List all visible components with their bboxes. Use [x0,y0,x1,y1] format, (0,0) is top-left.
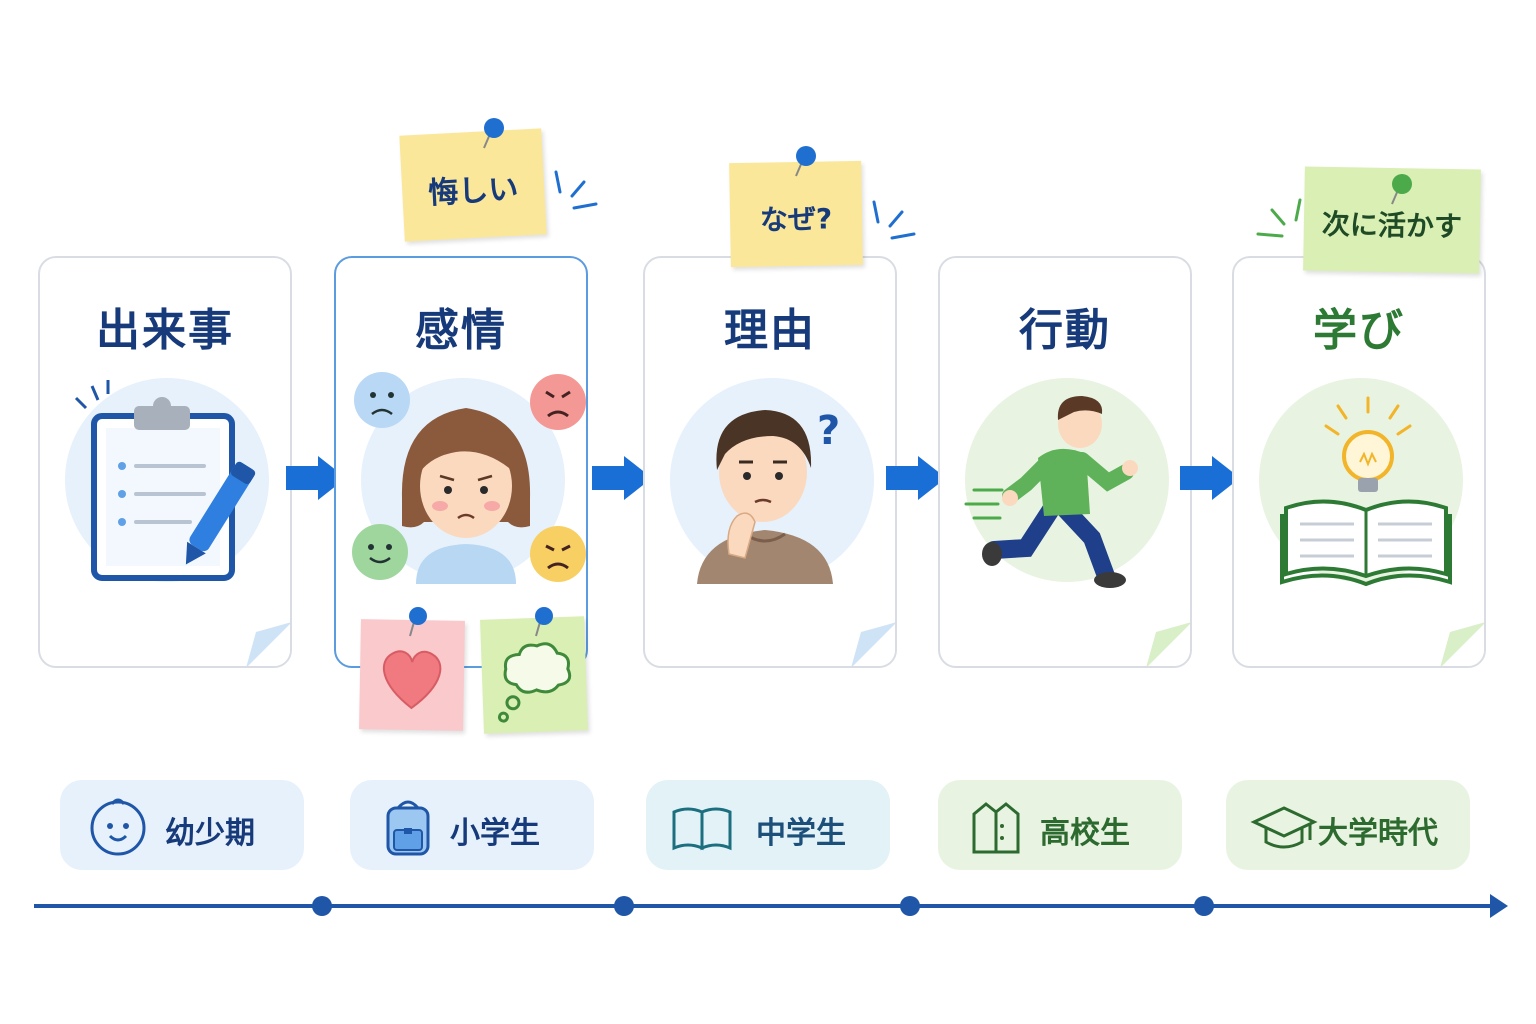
step-title: 学び [1313,305,1405,356]
era-chip-early-childhood: 幼少期 [60,780,304,870]
era-chip-elementary: 小学生 [350,780,594,870]
step-title: 出来事 [96,305,234,356]
step-card-learning: 学び [1232,256,1486,668]
thought-bubble-icon [497,642,572,723]
open-book-icon [672,807,732,851]
uniform-icon [972,802,1020,854]
thinking-boy-icon: ? [697,408,840,584]
pushpin-icon [483,118,504,149]
clipboard-icon [74,380,256,581]
emphasis-lines-icon [554,170,598,210]
svg-text:?: ? [817,408,840,454]
timeline-marker [900,896,920,916]
running-boy-icon [964,396,1138,588]
pushpin-icon [795,146,816,177]
emotion-face-icon [352,372,586,584]
heart-icon [383,650,442,710]
timeline-marker [614,896,634,916]
book-lightbulb-icon [1280,396,1452,587]
flow-arrow [886,456,946,500]
flow-arrow [1180,456,1240,500]
page-fold-icon [851,622,895,666]
timeline-marker [1194,896,1214,916]
flow-arrow [286,456,346,500]
era-chip-university: 大学時代 [1226,780,1470,870]
step-title: 理由 [724,305,816,356]
page-fold-icon [246,622,290,666]
timeline-marker [312,896,332,916]
page-fold-icon [1440,622,1484,666]
baby-icon [90,798,146,856]
school-backpack-icon [386,800,430,856]
step-card-reason: 理由 ? [643,256,897,668]
step-title: 感情 [415,305,507,356]
emphasis-lines-icon [1256,198,1302,238]
graduation-cap-icon [1250,806,1318,849]
sticky-note-heart [359,619,465,731]
pushpin-icon [535,607,553,637]
emphasis-lines-icon [872,200,916,240]
pushpin-icon [409,607,427,637]
era-chip-high-school: 高校生 [938,780,1182,870]
step-card-action: 行動 [938,256,1192,668]
page-fold-icon [1146,622,1190,666]
sticky-note-thought [480,616,588,734]
flow-arrow [592,456,652,500]
era-chip-junior-high: 中学生 [646,780,890,870]
step-card-event: 出来事 [38,256,292,668]
step-title: 行動 [1019,305,1111,356]
sticky-note-frustrated: 悔しい [399,128,547,242]
pushpin-icon [1391,174,1412,205]
step-card-emotion: 感情 [334,256,588,668]
